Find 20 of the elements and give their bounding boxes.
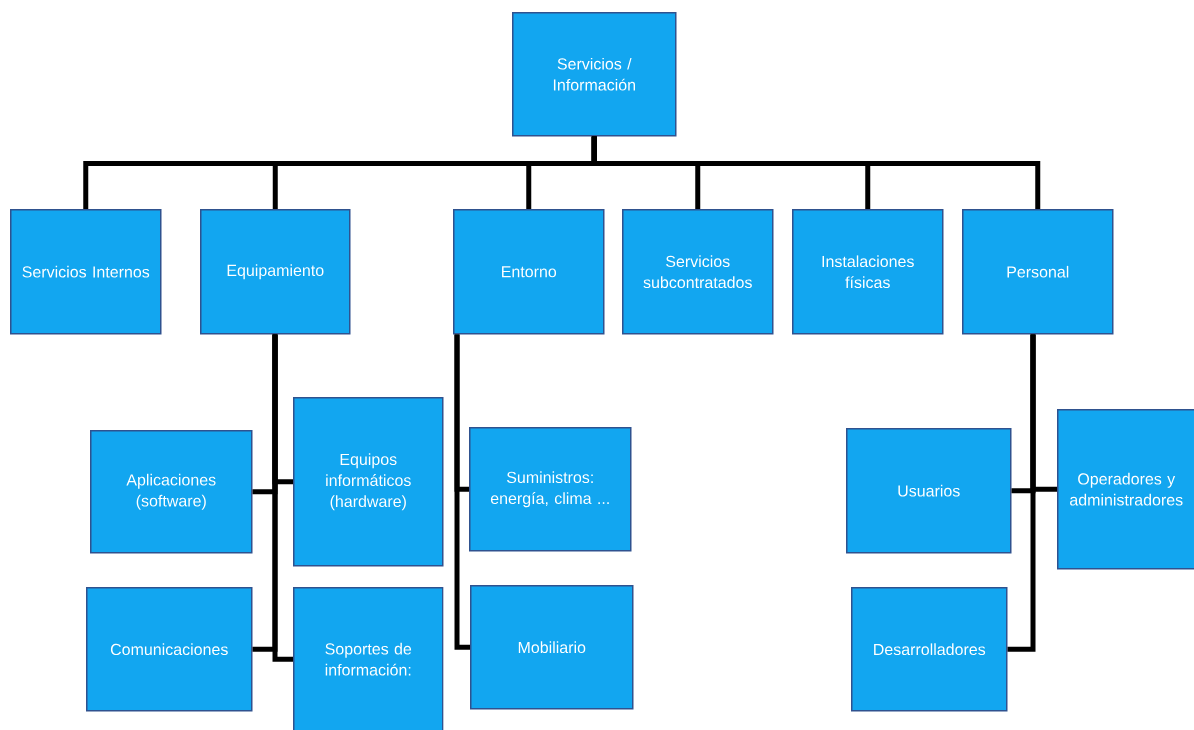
process-box: Personal bbox=[962, 209, 1114, 335]
connector-line bbox=[1007, 334, 1036, 652]
process-box: Operadores y administradores bbox=[1057, 409, 1194, 570]
process-box: Instalaciones físicas bbox=[792, 209, 944, 335]
connector-line bbox=[272, 334, 293, 662]
connector-line bbox=[454, 334, 470, 650]
process-box: Servicios / Información bbox=[512, 12, 677, 137]
process-box: Servicios Internos bbox=[10, 209, 162, 335]
process-box: Soportes de información: bbox=[293, 587, 444, 730]
process-box: Comunicaciones bbox=[86, 587, 253, 712]
process-box: Usuarios bbox=[846, 428, 1012, 554]
process-box: Equipos informáticos (hardware) bbox=[293, 397, 444, 567]
process-box: Aplicaciones (software) bbox=[90, 430, 253, 554]
connector-line bbox=[591, 136, 1041, 209]
process-box: Servicios subcontratados bbox=[622, 209, 774, 335]
process-box: Suministros: energía, clima ... bbox=[469, 427, 632, 552]
process-box: Equipamiento bbox=[200, 209, 351, 335]
process-box: Mobiliario bbox=[470, 585, 634, 710]
process-box: Desarrolladores bbox=[851, 587, 1008, 712]
process-box: Entorno bbox=[453, 209, 605, 335]
